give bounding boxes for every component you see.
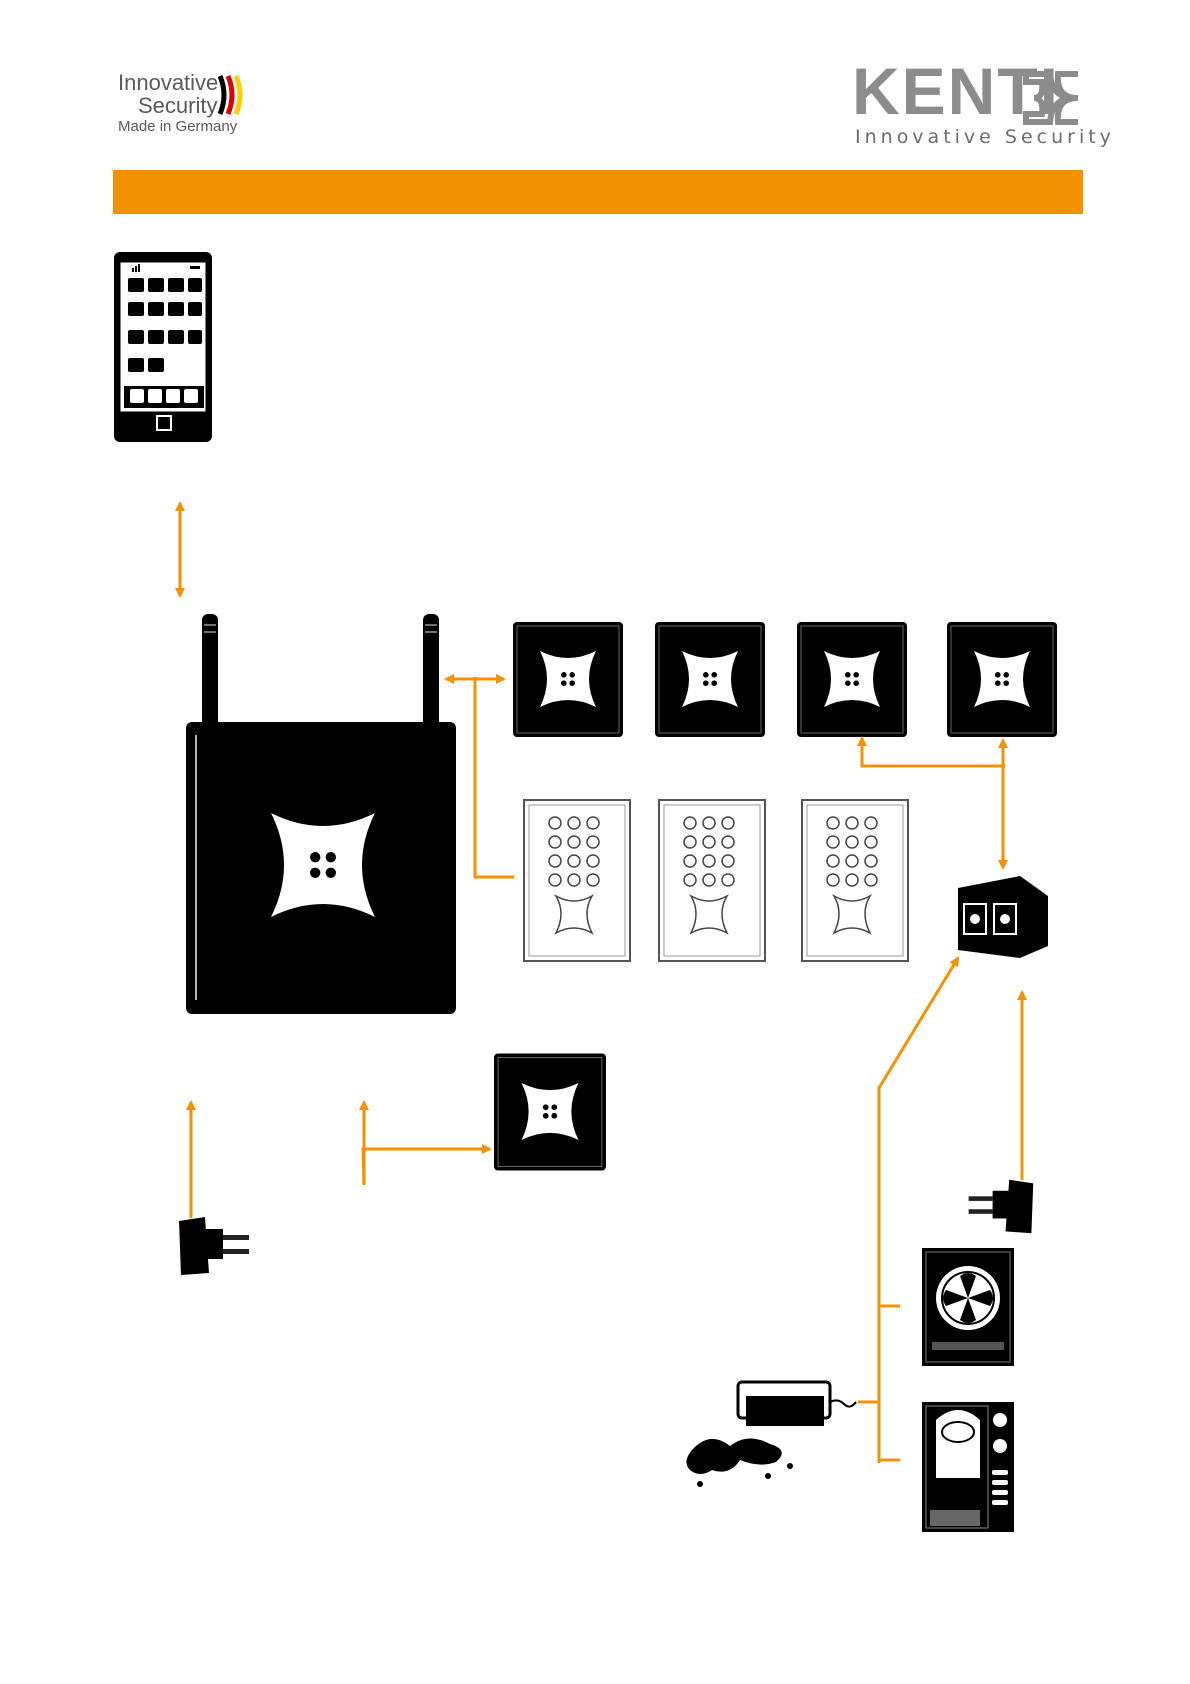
header-bar — [113, 170, 1083, 214]
wireless-sensor-icon — [797, 622, 907, 737]
power-adapter-icon — [968, 1179, 1034, 1234]
kentix-x-mark-icon — [1023, 71, 1079, 125]
bottom-sensor-link — [361, 1106, 484, 1186]
ventilation-unit-icon — [922, 1248, 1014, 1366]
water-leak-sensor-icon — [686, 1380, 857, 1487]
air-conditioner-icon — [922, 1402, 1014, 1532]
socket-relay-icon — [958, 876, 1048, 958]
wireless-sensor-icon — [513, 622, 623, 737]
device-bus-line — [877, 956, 960, 1463]
badge-line-made-in-germany: Made in Germany — [118, 118, 238, 135]
keypad-icon — [523, 799, 631, 962]
smartphone-icon — [114, 252, 212, 442]
relay-link-line — [857, 736, 1005, 768]
badge-line-security: Security — [138, 93, 218, 118]
basestation-icon — [186, 614, 456, 1014]
keypad-icon — [658, 799, 766, 962]
bus-connector-line — [473, 677, 514, 879]
wireless-sensor-icon — [494, 1053, 606, 1170]
kentix-tagline: Innovative Security — [855, 126, 1115, 148]
badge-line-innovative: Innovative — [118, 70, 219, 95]
wireless-sensor-icon — [655, 622, 765, 737]
keypad-icon — [801, 799, 909, 962]
wireless-sensor-icon — [947, 622, 1057, 737]
german-flag-icon — [218, 75, 243, 115]
power-adapter-icon — [179, 1217, 249, 1275]
